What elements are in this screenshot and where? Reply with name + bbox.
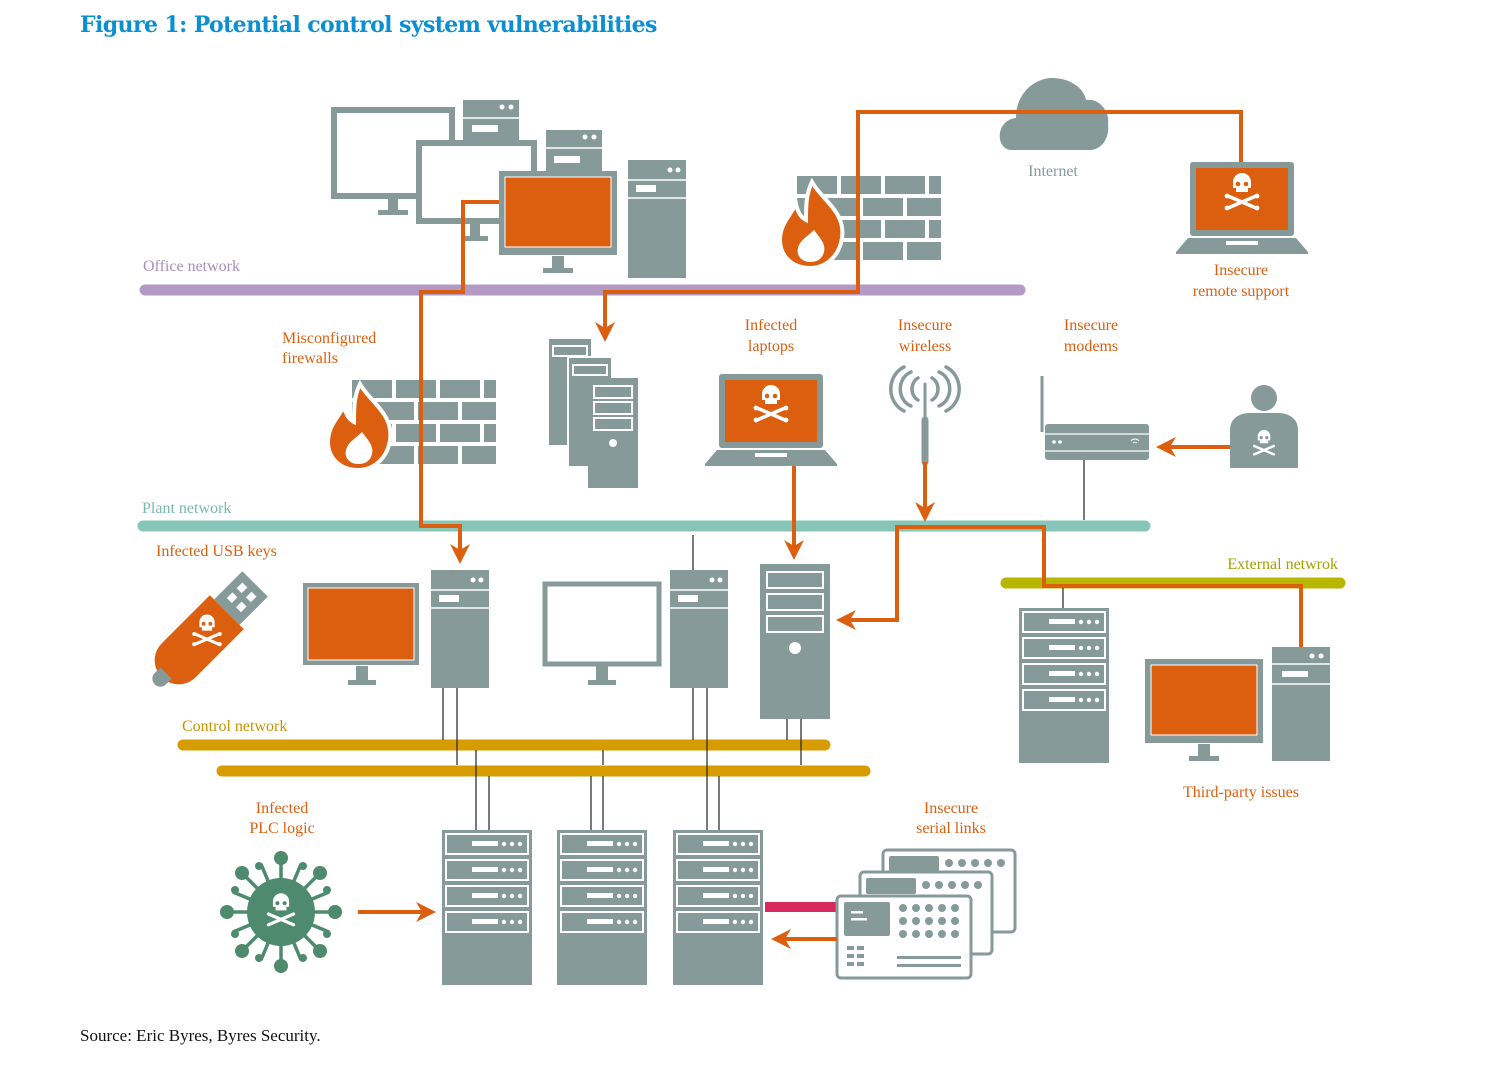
insecure-modems-label-2: modems (1064, 338, 1118, 355)
infected-usb-label: Infected USB keys (156, 543, 277, 560)
third-party-label: Third-party issues (1183, 784, 1299, 801)
plant-tower-server (760, 564, 830, 719)
plant-server-1 (430, 569, 490, 689)
threat-path-office-to-plant (419, 200, 499, 564)
figure-title: Figure 1: Potential control system vulne… (80, 12, 657, 38)
plc-rack-3 (672, 829, 764, 986)
misconfigured-firewalls-label-2: firewalls (282, 350, 338, 367)
modem-icon (1040, 376, 1149, 460)
remote-support-laptop-icon (1176, 162, 1308, 254)
insecure-wireless-label-2: wireless (899, 338, 951, 355)
infected-plc-label-2: PLC logic (249, 820, 314, 837)
insecure-modems-label-1: Insecure (1064, 317, 1118, 334)
control-network-label: Control network (182, 718, 287, 735)
wireless-antenna-icon (889, 365, 961, 466)
office-tower-server (627, 159, 687, 279)
office-network-label: Office network (143, 258, 240, 275)
plant-network-label: Plant network (142, 500, 231, 517)
remote-support-label-1: Insecure (1214, 262, 1268, 279)
office-monitor-infected (499, 171, 617, 273)
third-party-monitor (1145, 659, 1263, 761)
threat-paths (358, 110, 1303, 949)
hmi-monitor-clean (542, 581, 662, 685)
infected-laptops-label-1: Infected (745, 317, 797, 334)
plc-rack-1 (441, 829, 533, 986)
serial-links-label-1: Insecure (924, 800, 978, 817)
misconfigured-firewalls-label-1: Misconfigured (282, 330, 376, 347)
third-party-server (1272, 647, 1330, 761)
office-server-2 (546, 130, 602, 178)
insecure-wireless-label-1: Insecure (898, 317, 952, 334)
office-firewall-icon (778, 176, 941, 270)
hmi-monitor-infected (303, 583, 419, 685)
external-rack-server (1018, 607, 1110, 764)
plant-firewall-icon (326, 380, 496, 472)
threat-path-internet-to-servers (595, 110, 1243, 342)
external-network-label: External netwrok (1227, 556, 1338, 573)
plc-rack-2 (556, 829, 648, 986)
source-caption: Source: Eric Byres, Byres Security. (80, 1026, 321, 1045)
usb-key-icon (152, 571, 268, 687)
serial-panel-icon (835, 848, 1017, 980)
plant-server-cluster (547, 337, 638, 488)
internet-label: Internet (1028, 163, 1078, 180)
remote-support-label-2: remote support (1193, 283, 1290, 300)
infected-plc-label-1: Infected (256, 800, 308, 817)
virus-icon (220, 851, 342, 973)
serial-links-label-2: serial links (916, 820, 986, 837)
plant-server-2 (669, 569, 729, 689)
infected-laptop-icon (705, 374, 837, 466)
threat-path-external (836, 525, 1303, 647)
device-connectors (442, 460, 1085, 830)
hacker-icon (1230, 385, 1298, 468)
infected-laptops-label-2: laptops (748, 338, 794, 355)
